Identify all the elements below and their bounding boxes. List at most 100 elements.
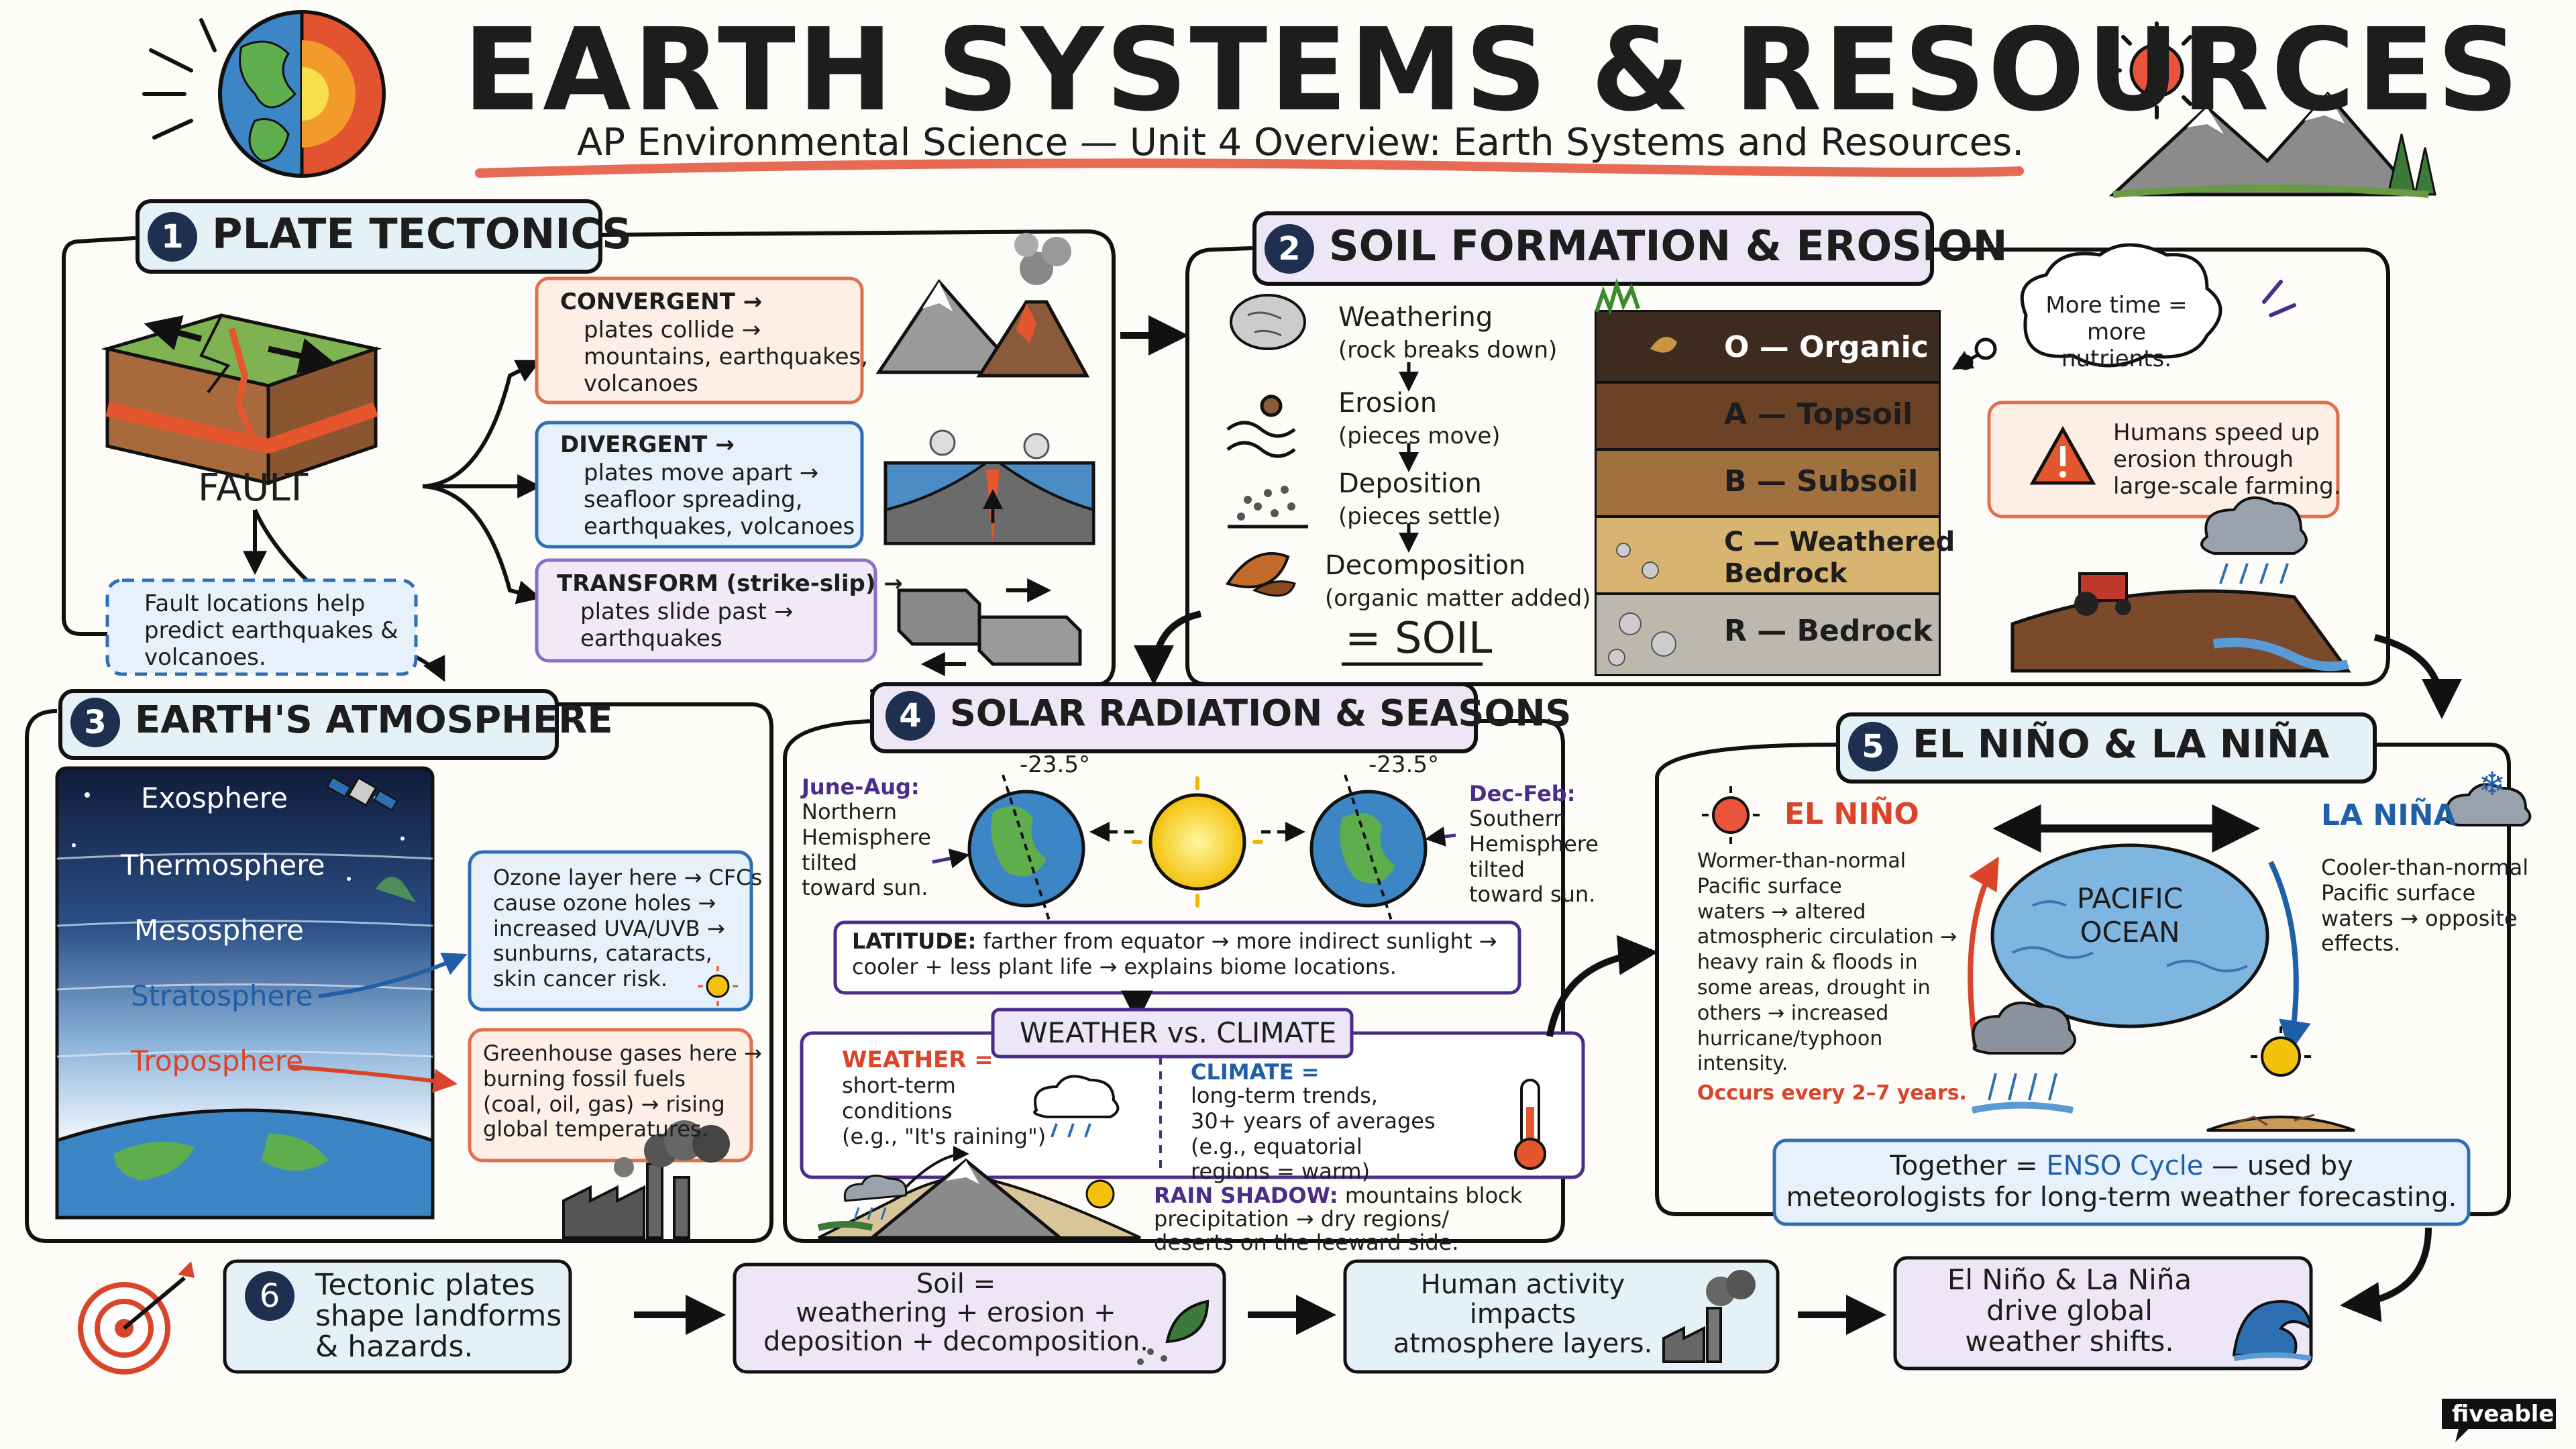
- earth-right-icon: [1309, 774, 1428, 923]
- soil-layer-o: O — Organic: [1724, 330, 1929, 364]
- atm-layer-mesosphere: Mesosphere: [134, 914, 304, 947]
- soil-layer-r: R — Bedrock: [1724, 614, 1933, 648]
- step-detail: (pieces settle): [1338, 503, 1501, 531]
- summary-text-1: Tectonic plates shape landforms & hazard…: [315, 1268, 562, 1364]
- section-number: 1: [148, 211, 197, 262]
- plate-block-icon: [101, 313, 382, 486]
- el-nino-text: Wormer-than-normal Pacific surface water…: [1697, 849, 1957, 1076]
- step-title: Deposition: [1338, 468, 1482, 499]
- el-nino-frequency: Occurs every 2–7 years.: [1697, 1081, 1967, 1105]
- greenhouse-note: Greenhouse gases here → burning fossil f…: [483, 1040, 762, 1142]
- weather-label: WEATHER =: [842, 1046, 994, 1073]
- heading-enso-box: [1836, 712, 2377, 784]
- section-heading-label: SOLAR RADIATION & SEASONS: [950, 692, 1572, 735]
- transform-blocks-icon: [897, 578, 1082, 676]
- factory-icon: [562, 1120, 730, 1239]
- atm-layer-thermosphere: Thermosphere: [121, 849, 325, 881]
- step-title: Weathering: [1338, 302, 1493, 333]
- june-text: Northern Hemisphere tilted toward sun.: [802, 799, 931, 901]
- enso-cycle-highlight: ENSO Cycle: [2046, 1150, 2204, 1181]
- latitude-label: LATITUDE:: [852, 928, 977, 954]
- title-underline: [475, 158, 2024, 178]
- step-detail: (organic matter added): [1325, 585, 1591, 612]
- wc-heading-box: [991, 1008, 1354, 1059]
- convergent-text: plates collide → mountains, earthquakes,…: [584, 317, 869, 398]
- solar-frame: [783, 719, 1565, 1243]
- convergent-box: [535, 276, 864, 405]
- globe-layers-icon: [218, 10, 386, 178]
- summary-box-2: [733, 1263, 1226, 1374]
- deposition-dots-icon: [1228, 486, 1308, 529]
- enso-heading: 5 EL NIÑO & LA NIÑA: [1848, 721, 2329, 771]
- atmosphere-column: [55, 766, 435, 1220]
- dec-title: Dec-Feb:: [1469, 781, 1576, 806]
- summary-text-3: Human activity impacts atmosphere layers…: [1393, 1269, 1653, 1359]
- section-number: 5: [1848, 721, 1898, 771]
- pacific-ocean-label: PACIFIC OCEAN: [2076, 882, 2184, 949]
- summary-factory-icon: [1662, 1270, 1756, 1363]
- soil-step-4: Decomposition(organic matter added): [1325, 550, 1591, 613]
- soil-layer-a: A — Topsoil: [1724, 397, 1913, 431]
- climate-label: CLIMATE =: [1191, 1059, 1320, 1085]
- sparkle-lines-right: [2262, 280, 2296, 317]
- heading-soil-box: [1252, 211, 1934, 286]
- volcano-icon: [875, 233, 1090, 378]
- drought-icon: [2206, 1026, 2355, 1132]
- climate-text: long-term trends, 30+ years of averages …: [1191, 1083, 1436, 1185]
- enso-frame: [1655, 743, 2511, 1216]
- divergent-title: DIVERGENT →: [560, 431, 735, 458]
- enso-cycle-text: Together = ENSO Cycle — used by meteorol…: [1784, 1150, 2459, 1214]
- snowflake-cloud-icon: ❄: [2445, 765, 2532, 826]
- rain-shadow-icon: [817, 1146, 1141, 1240]
- rock-icon: [1230, 294, 1306, 350]
- fault-note: Fault locations help predict earthquakes…: [144, 590, 398, 672]
- fault-label: FAULT: [198, 466, 309, 510]
- rain-cloud-small-icon: [1033, 1075, 1120, 1138]
- angle-right-value: 23.5°: [1377, 751, 1439, 778]
- divergent-text: plates move apart → seafloor spreading, …: [584, 460, 855, 541]
- la-nina-label: LA NIÑA: [2321, 798, 2457, 833]
- enso-cycle-suffix: — used by meteorologists for long-term w…: [1786, 1150, 2457, 1214]
- page-title: EARTH SYSTEMS & RESOURCES: [463, 4, 2521, 137]
- section-number: 4: [885, 691, 935, 741]
- el-nino-sun-icon: [1702, 786, 1760, 844]
- dec-text: Southern Hemisphere tilted toward sun.: [1469, 806, 1599, 908]
- angle-left: -23.5°: [1020, 751, 1090, 778]
- angle-right: -23.5°: [1368, 751, 1439, 778]
- sun-center-icon: [1132, 776, 1263, 908]
- earth-left-icon: [967, 774, 1085, 923]
- angle-left-value: 23.5°: [1028, 751, 1090, 778]
- mountains-icon: [2108, 91, 2436, 198]
- section-heading-label: PLATE TECTONICS: [212, 209, 632, 258]
- solar-heading: 4 SOLAR RADIATION & SEASONS: [885, 691, 1571, 741]
- la-nina-text: Cooler-than-normal Pacific surface water…: [2321, 855, 2529, 957]
- plate-tectonics-heading: 1 PLATE TECTONICS: [148, 209, 632, 262]
- wave-icon: [2232, 1299, 2313, 1361]
- heading-atmosphere-box: [58, 689, 559, 760]
- section-heading-label: EL NIÑO & LA NIÑA: [1913, 721, 2330, 767]
- step-title: Erosion: [1338, 388, 1438, 419]
- rain-cloud-icon: [2200, 496, 2308, 584]
- summary-box-1: [223, 1259, 572, 1374]
- erosion-wave-icon: [1226, 394, 1296, 458]
- latitude-body: farther from equator → more indirect sun…: [852, 928, 1497, 979]
- brand-logo[interactable]: fiveable: [2452, 1401, 2555, 1428]
- convergent-title: CONVERGENT →: [560, 288, 763, 315]
- sparkle-lines-left: [142, 18, 217, 140]
- atmosphere-frame: [25, 702, 773, 1243]
- summary-leaf-icon: [1137, 1299, 1210, 1365]
- thermometer-icon: [1514, 1079, 1546, 1170]
- rain-shadow-text: RAIN SHADOW: mountains block precipitati…: [1154, 1183, 1522, 1255]
- enso-cycle-box: [1772, 1138, 2471, 1226]
- satellite-icon: [326, 776, 398, 811]
- rain-shadow-label: RAIN SHADOW:: [1154, 1183, 1338, 1208]
- soil-warning-text: Humans speed up erosion through large-sc…: [2113, 419, 2341, 500]
- section-heading-label: EARTH'S ATMOSPHERE: [135, 698, 613, 743]
- latitude-box: [833, 920, 1521, 995]
- fault-note-box: [105, 578, 418, 676]
- section-number: 2: [1265, 223, 1314, 274]
